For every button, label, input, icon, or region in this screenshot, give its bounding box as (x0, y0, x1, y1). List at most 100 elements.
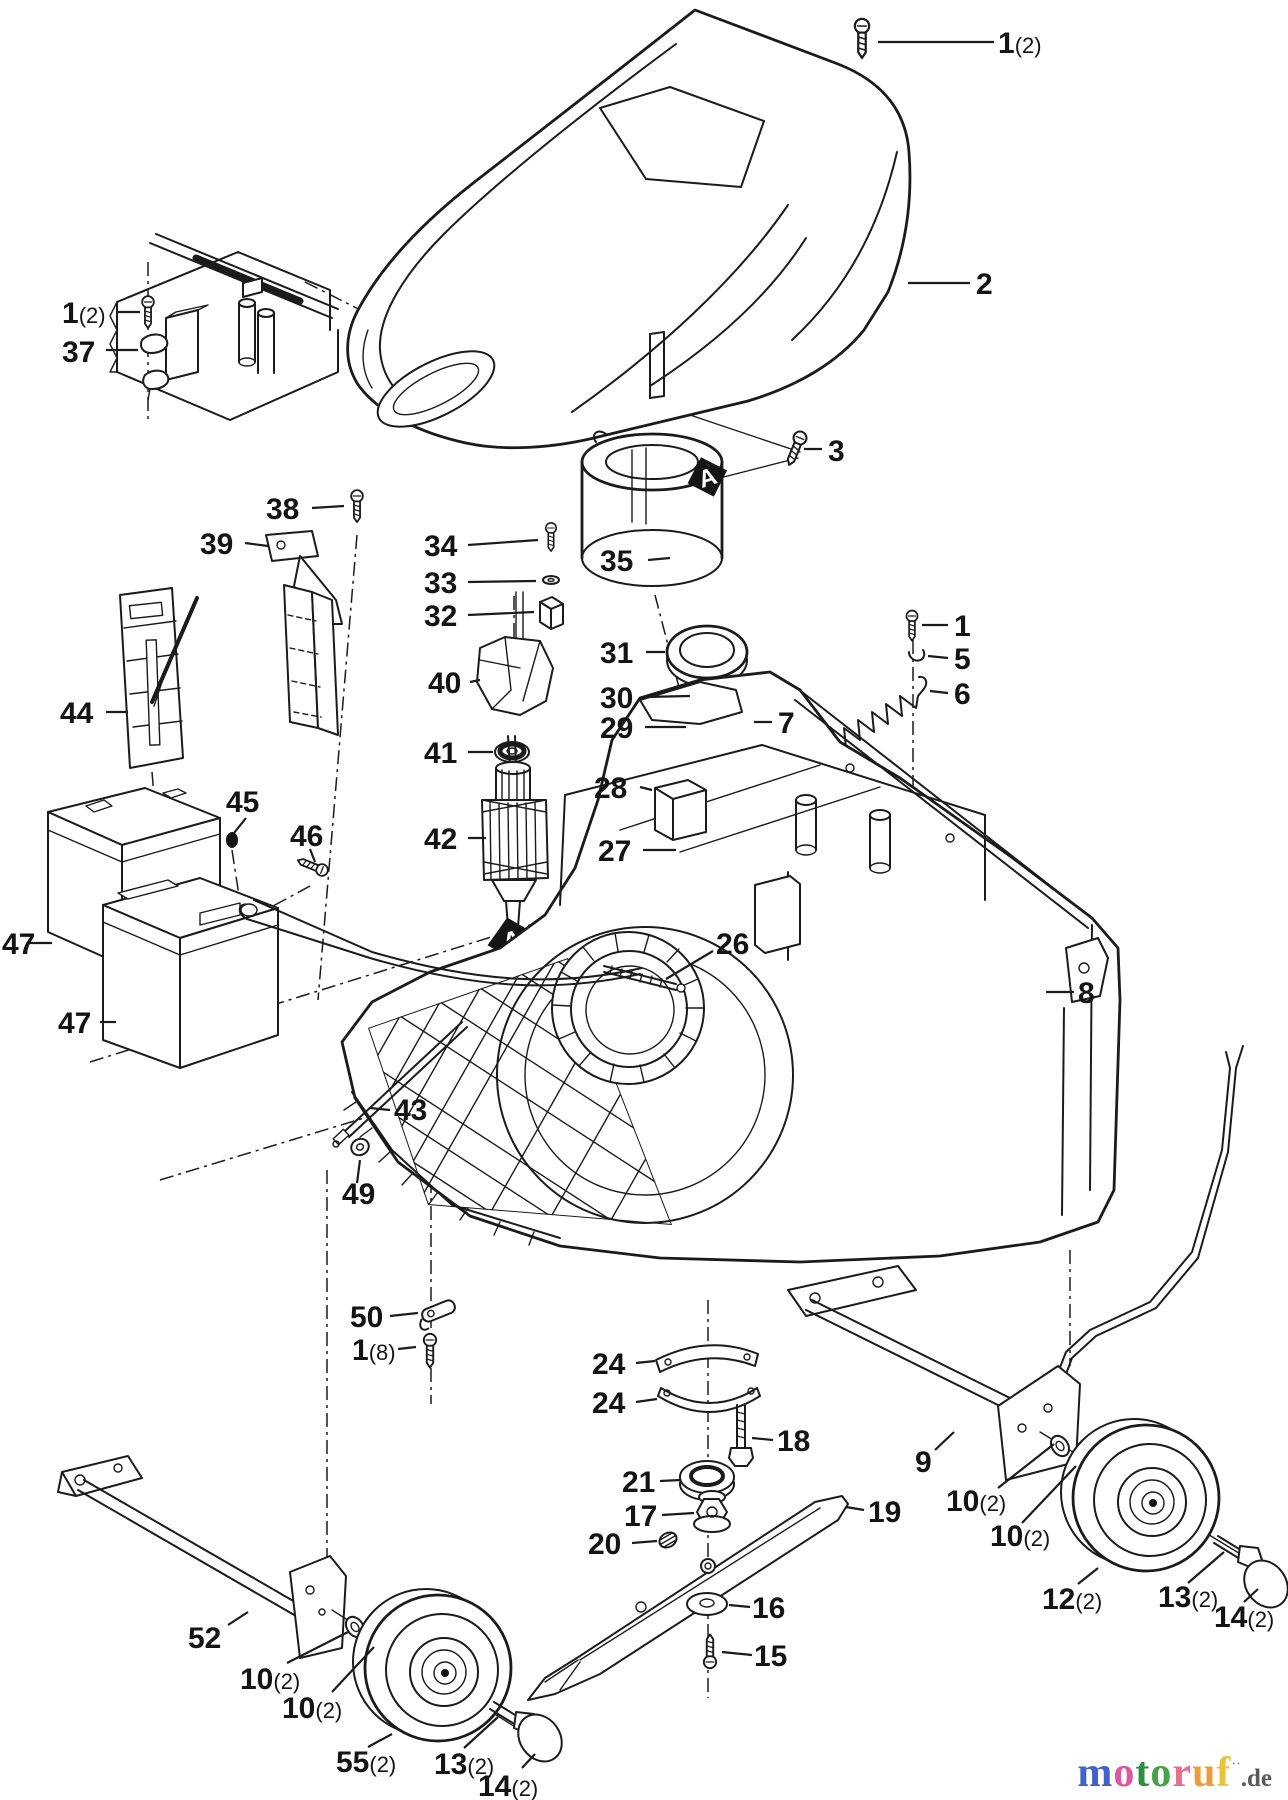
part-label-10: 10(2) (990, 1520, 1050, 1553)
armature-42 (481, 735, 549, 928)
part-label-55: 55(2) (336, 1746, 396, 1779)
part-label-24: 24 (592, 1387, 626, 1420)
watermark-letter: o (1150, 1750, 1173, 1796)
part-label-47: 47 (2, 928, 35, 961)
part-label-44: 44 (60, 697, 94, 730)
washer-49 (350, 1137, 370, 1157)
grommet-45 (226, 832, 238, 848)
screw-1-top-right (853, 17, 871, 60)
part-label-19: 19 (868, 1496, 901, 1529)
watermark-dots: ˙˙ (1231, 1761, 1241, 1776)
screw-38 (350, 489, 364, 523)
part-label-28: 28 (594, 772, 627, 805)
part-label-12: 12(2) (1042, 1583, 1102, 1616)
part-label-1: 1(8) (352, 1334, 396, 1367)
watermark-letter: o (1113, 1750, 1136, 1796)
part-label-2: 2 (976, 268, 993, 301)
part-label-10: 10(2) (282, 1692, 342, 1725)
brake-rod-26 (238, 899, 686, 993)
part-label-35: 35 (600, 545, 633, 578)
part-label-41: 41 (424, 737, 457, 770)
cable-clip-37 (140, 333, 170, 401)
clamp-strap-24-lower (657, 1387, 761, 1413)
part-label-31: 31 (600, 637, 633, 670)
part-label-49: 49 (342, 1178, 375, 1211)
screw-1-right (905, 609, 919, 642)
clamp-strap-24-upper (655, 1344, 759, 1373)
part-label-50: 50 (350, 1301, 383, 1334)
washer-33 (542, 575, 560, 585)
seal-ring-31 (665, 624, 749, 687)
watermark-letter: u (1192, 1750, 1217, 1796)
part-label-52: 52 (188, 1622, 221, 1655)
screw-34 (544, 521, 558, 553)
part-label-10: 10(2) (240, 1663, 300, 1696)
part-label-13: 13(2) (434, 1748, 494, 1781)
part-label-16: 16 (752, 1592, 785, 1625)
link-rod-43 (332, 1021, 468, 1148)
leader-lines (30, 40, 1259, 1769)
part-label-15: 15 (754, 1640, 787, 1673)
part-label-20: 20 (588, 1528, 621, 1561)
mower-deck-8 (340, 670, 1122, 1264)
part-label-17: 17 (624, 1500, 657, 1533)
watermark-letter: r (1172, 1750, 1193, 1796)
part-label-1: 1 (954, 610, 971, 643)
left-axle-assembly (57, 1455, 549, 1749)
battery-47-front (102, 877, 279, 1069)
watermark-letter: f (1216, 1750, 1232, 1796)
brush-holder-32 (539, 596, 564, 630)
part-label-3: 3 (828, 435, 845, 468)
part-label-42: 42 (424, 823, 457, 856)
set-screw-20 (658, 1531, 678, 1549)
blade-hub-nut-17 (693, 1490, 731, 1533)
circlip-5 (907, 649, 926, 662)
inset-marker-A-upper: A (687, 457, 728, 497)
screw-1-top-left (141, 295, 155, 330)
screw-15 (702, 1633, 718, 1670)
part-label-40: 40 (428, 667, 461, 700)
hub-cap-14-left (517, 1713, 563, 1763)
part-label-24: 24 (592, 1348, 626, 1381)
fuse-plate-44 (119, 587, 199, 769)
wheel-12-right (1060, 1418, 1221, 1573)
handle-frame-fragment (109, 233, 339, 421)
part-label-14: 14(2) (478, 1770, 538, 1800)
part-label-1: 1(2) (62, 297, 106, 330)
bolt-18 (728, 1404, 754, 1467)
watermark-logo: motoruf˙˙.de (1077, 1752, 1272, 1794)
part-label-45: 45 (226, 786, 259, 819)
part-label-32: 32 (424, 600, 457, 633)
part-label-9: 9 (915, 1446, 932, 1479)
part-label-27: 27 (598, 835, 631, 868)
part-label-5: 5 (954, 643, 971, 676)
wheel-55-left (352, 1588, 513, 1743)
part-label-39: 39 (200, 528, 233, 561)
stator-housing-35 (580, 430, 724, 587)
bracket-39 (265, 530, 343, 736)
part-label-8: 8 (1078, 977, 1095, 1010)
watermark-letter: m (1077, 1750, 1114, 1796)
part-label-47: 47 (58, 1007, 91, 1040)
motor-hood (346, 8, 912, 481)
part-label-46: 46 (290, 820, 323, 853)
clamp-50 (419, 1299, 456, 1331)
watermark-suffix: .de (1240, 1765, 1272, 1792)
part-label-43: 43 (394, 1094, 427, 1127)
bearing-41 (494, 741, 530, 763)
part-label-37: 37 (62, 336, 95, 369)
part-label-18: 18 (777, 1425, 810, 1458)
part-label-38: 38 (266, 493, 299, 526)
part-label-29: 29 (600, 712, 633, 745)
part-label-14: 14(2) (1214, 1601, 1274, 1634)
watermark-letter: t (1135, 1750, 1151, 1796)
end-shield-40 (476, 591, 554, 716)
part-label-34: 34 (424, 530, 458, 563)
part-label-7: 7 (778, 707, 795, 740)
part-label-26: 26 (716, 928, 749, 961)
part-label-13: 13(2) (1158, 1581, 1218, 1614)
part-label-21: 21 (622, 1466, 655, 1499)
